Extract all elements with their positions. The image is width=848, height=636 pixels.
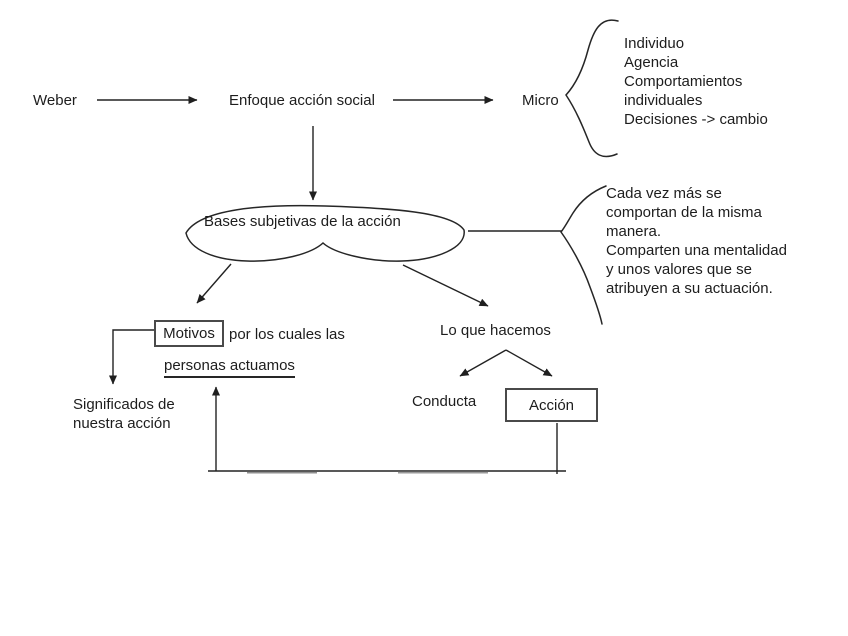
micro-brace-item: Comportamientos <box>624 73 743 90</box>
micro-brace-item: Agencia <box>624 54 679 71</box>
bases-note-line: comportan de la misma <box>606 204 762 221</box>
micro-brace-item: Decisiones -> cambio <box>624 111 768 128</box>
bases-node-label: Bases subjetivas de la acción <box>204 213 401 230</box>
bases-brace <box>560 185 607 325</box>
bases-ellipse <box>185 204 465 262</box>
motivos-box: Motivos <box>154 320 224 347</box>
accion-box: Acción <box>505 388 598 422</box>
micro-brace <box>565 19 619 158</box>
bases-note-line: Cada vez más se <box>606 185 722 202</box>
micro-brace-item: individuales <box>624 92 703 109</box>
micro-brace-list: Individuo Agencia Comportamientos indivi… <box>624 34 768 129</box>
micro-node: Micro <box>522 92 559 109</box>
bases-note-line: y unos valores que se <box>606 261 752 278</box>
conducta-node: Conducta <box>412 393 477 410</box>
bases-note-line: atribuyen a su actuación. <box>606 280 773 297</box>
arrow-hacemos-to-conducta <box>459 349 507 377</box>
hacemos-node: Lo que hacemos <box>440 322 551 339</box>
bases-note-line: manera. <box>606 223 662 240</box>
motivos-label: Motivos <box>163 325 215 342</box>
bases-note-line: Comparten una mentalidad <box>606 242 787 259</box>
significados-line: nuestra acción <box>73 415 171 432</box>
bases-brace-note: Cada vez más se comportan de la misma ma… <box>606 184 787 298</box>
arrow-bases-to-hacemos <box>402 264 489 307</box>
arrow-bases-to-motivos <box>196 263 232 304</box>
arrow-motivos-to-significados <box>109 329 154 385</box>
weber-node: Weber <box>33 92 77 109</box>
significados-node: Significados de nuestra acción <box>73 395 175 433</box>
personas-label: personas actuamos <box>164 356 295 378</box>
motivos-rest-label: por los cuales las <box>229 326 345 343</box>
micro-brace-item: Individuo <box>624 35 685 52</box>
arrow-hacemos-to-accion <box>505 349 553 377</box>
significados-line: Significados de <box>73 396 175 413</box>
accion-label: Acción <box>528 396 575 414</box>
enfoque-node: Enfoque acción social <box>229 92 375 109</box>
